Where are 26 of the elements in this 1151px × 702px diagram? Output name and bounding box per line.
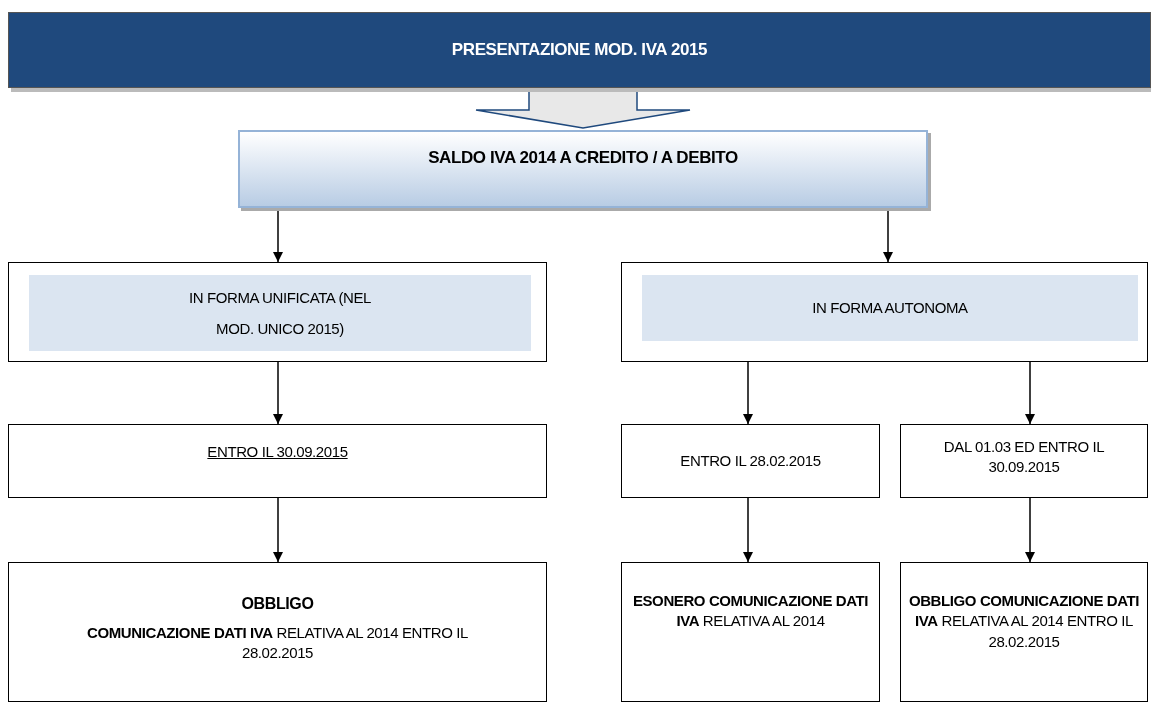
arrow	[743, 361, 753, 425]
box-text: SALDO IVA 2014 A CREDITO / A DEBITO	[428, 146, 738, 169]
box-text: OBBLIGO COMUNICAZIONE DATI IVA RELATIVA AL 2014 ENTRO IL 28.02.2015	[907, 591, 1141, 652]
box-text: COMUNICAZIONE DATI IVA RELATIVA AL 2014 ENTRO IL 28.02.2015	[86, 622, 469, 663]
arrow	[273, 497, 283, 563]
box-text: DAL 01.03 ED ENTRO IL 30.09.2015	[942, 436, 1106, 477]
process-box	[621, 562, 880, 702]
box-text: ESONERO COMUNICAZIONE DATI IVA RELATIVA AL 2014	[631, 591, 870, 632]
category-box	[8, 262, 547, 362]
process-box	[8, 562, 547, 702]
arrow	[273, 361, 283, 425]
category-box	[621, 262, 1148, 362]
process-box	[900, 562, 1148, 702]
process-box	[621, 424, 880, 498]
box-text: PRESENTAZIONE MOD. IVA 2015	[451, 38, 708, 61]
arrow	[1025, 497, 1035, 563]
process-box	[900, 424, 1148, 498]
box-text: ENTRO IL 28.02.2015	[680, 450, 821, 471]
process-box	[8, 424, 547, 498]
arrow	[1025, 361, 1035, 425]
box-text: ENTRO IL 30.09.2015	[207, 441, 348, 462]
arrow	[743, 497, 753, 563]
category-label: IN FORMA UNIFICATA (NEL MOD. UNICO 2015)	[29, 275, 531, 351]
category-label: IN FORMA AUTONOMA	[642, 275, 1138, 341]
heading-text: OBBLIGO	[241, 594, 314, 614]
header-box	[238, 130, 928, 208]
